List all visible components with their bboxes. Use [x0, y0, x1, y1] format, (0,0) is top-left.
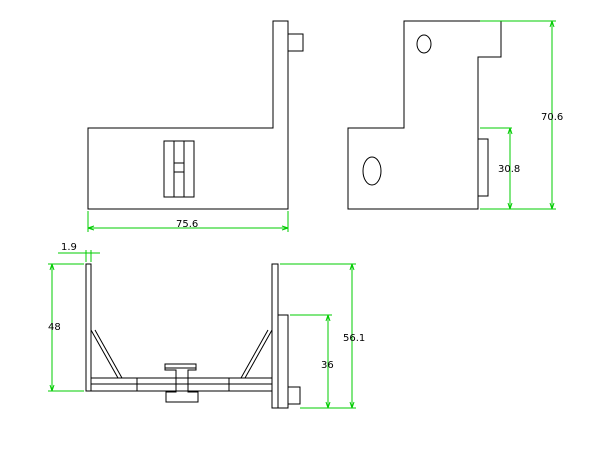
dimension-height-total: 70.6: [480, 20, 563, 210]
bottom-view-left-wall: [85, 263, 92, 392]
front-view-outline: [87, 20, 289, 210]
side-view-boss: [477, 138, 489, 197]
dimension-width-label: 75.6: [176, 219, 198, 230]
side-view-hole-small: [416, 34, 432, 54]
dimension-thickness: 1.9: [58, 242, 100, 262]
dimension-overall-height-label: 56.1: [343, 333, 365, 344]
front-view-slot: [163, 140, 195, 198]
dimension-height-lower-label: 30.8: [498, 164, 520, 175]
dimension-side-height: 48: [48, 263, 84, 392]
bottom-view-clip: [164, 363, 199, 403]
dimension-height-total-label: 70.6: [541, 112, 563, 123]
dimension-inner-height: 36: [290, 314, 334, 409]
dimension-width: 75.6: [87, 211, 289, 232]
dimension-inner-height-label: 36: [321, 360, 334, 371]
front-view-pin: [287, 33, 304, 52]
dimension-thickness-label: 1.9: [61, 242, 77, 253]
dimension-height-lower: 30.8: [480, 127, 520, 210]
dimension-side-height-label: 48: [48, 322, 61, 333]
side-view-hole-large: [362, 156, 382, 186]
dimension-overall-height: 56.1: [280, 263, 365, 409]
bottom-view: [85, 263, 301, 409]
bottom-view-right-wall: [271, 263, 279, 409]
side-view: [347, 20, 502, 210]
bottom-view-pin: [287, 386, 301, 405]
front-view: [87, 20, 304, 210]
